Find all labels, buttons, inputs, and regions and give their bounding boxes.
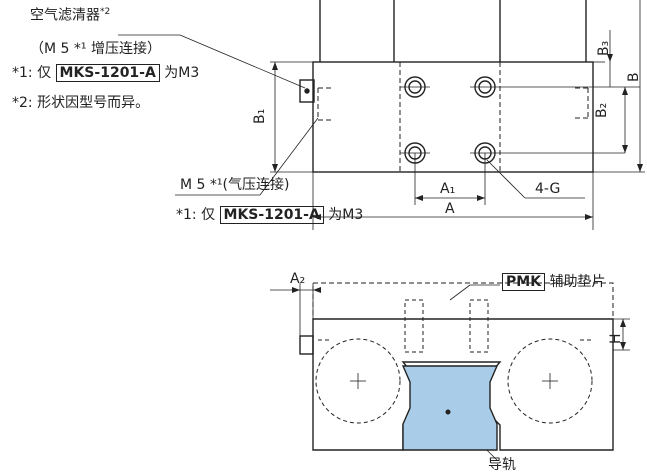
- dim-a2: A₂: [290, 271, 305, 287]
- note1-model: MKS-1201-A: [55, 64, 160, 82]
- note3-model: MKS-1201-A: [219, 206, 324, 224]
- guide-rail-label: 导轨: [488, 457, 516, 473]
- dim-b3: B₃: [596, 41, 612, 56]
- dim-a: A: [445, 201, 455, 217]
- dim-4g: 4-G: [535, 181, 560, 197]
- pressure-port-label: M 5 *¹(气压连接): [180, 177, 290, 193]
- dim-b2: B₂: [594, 103, 610, 118]
- dim-b: B: [626, 72, 642, 82]
- pmk-label: PMK 辅助垫片: [502, 273, 606, 291]
- air-filter-label: 空气滤清器*2: [30, 7, 111, 24]
- dim-a1: A₁: [440, 181, 455, 197]
- note2-line: *2: 形状因型号而异。: [12, 95, 150, 111]
- dim-h: H: [608, 333, 624, 344]
- front-fitting: [299, 335, 314, 355]
- top-view-block: [312, 61, 594, 173]
- boost-port-label: （M 5 *¹ 增压连接）: [30, 41, 161, 57]
- guide-rail: [401, 365, 499, 451]
- note1-line: *1: 仅 MKS-1201-A 为M3: [12, 64, 200, 82]
- air-filter-shape: [299, 79, 315, 103]
- dim-b1: B₁: [252, 109, 268, 124]
- mounting-holes: [404, 76, 496, 164]
- note3-line: *1: 仅 MKS-1201-A 为M3: [176, 206, 364, 224]
